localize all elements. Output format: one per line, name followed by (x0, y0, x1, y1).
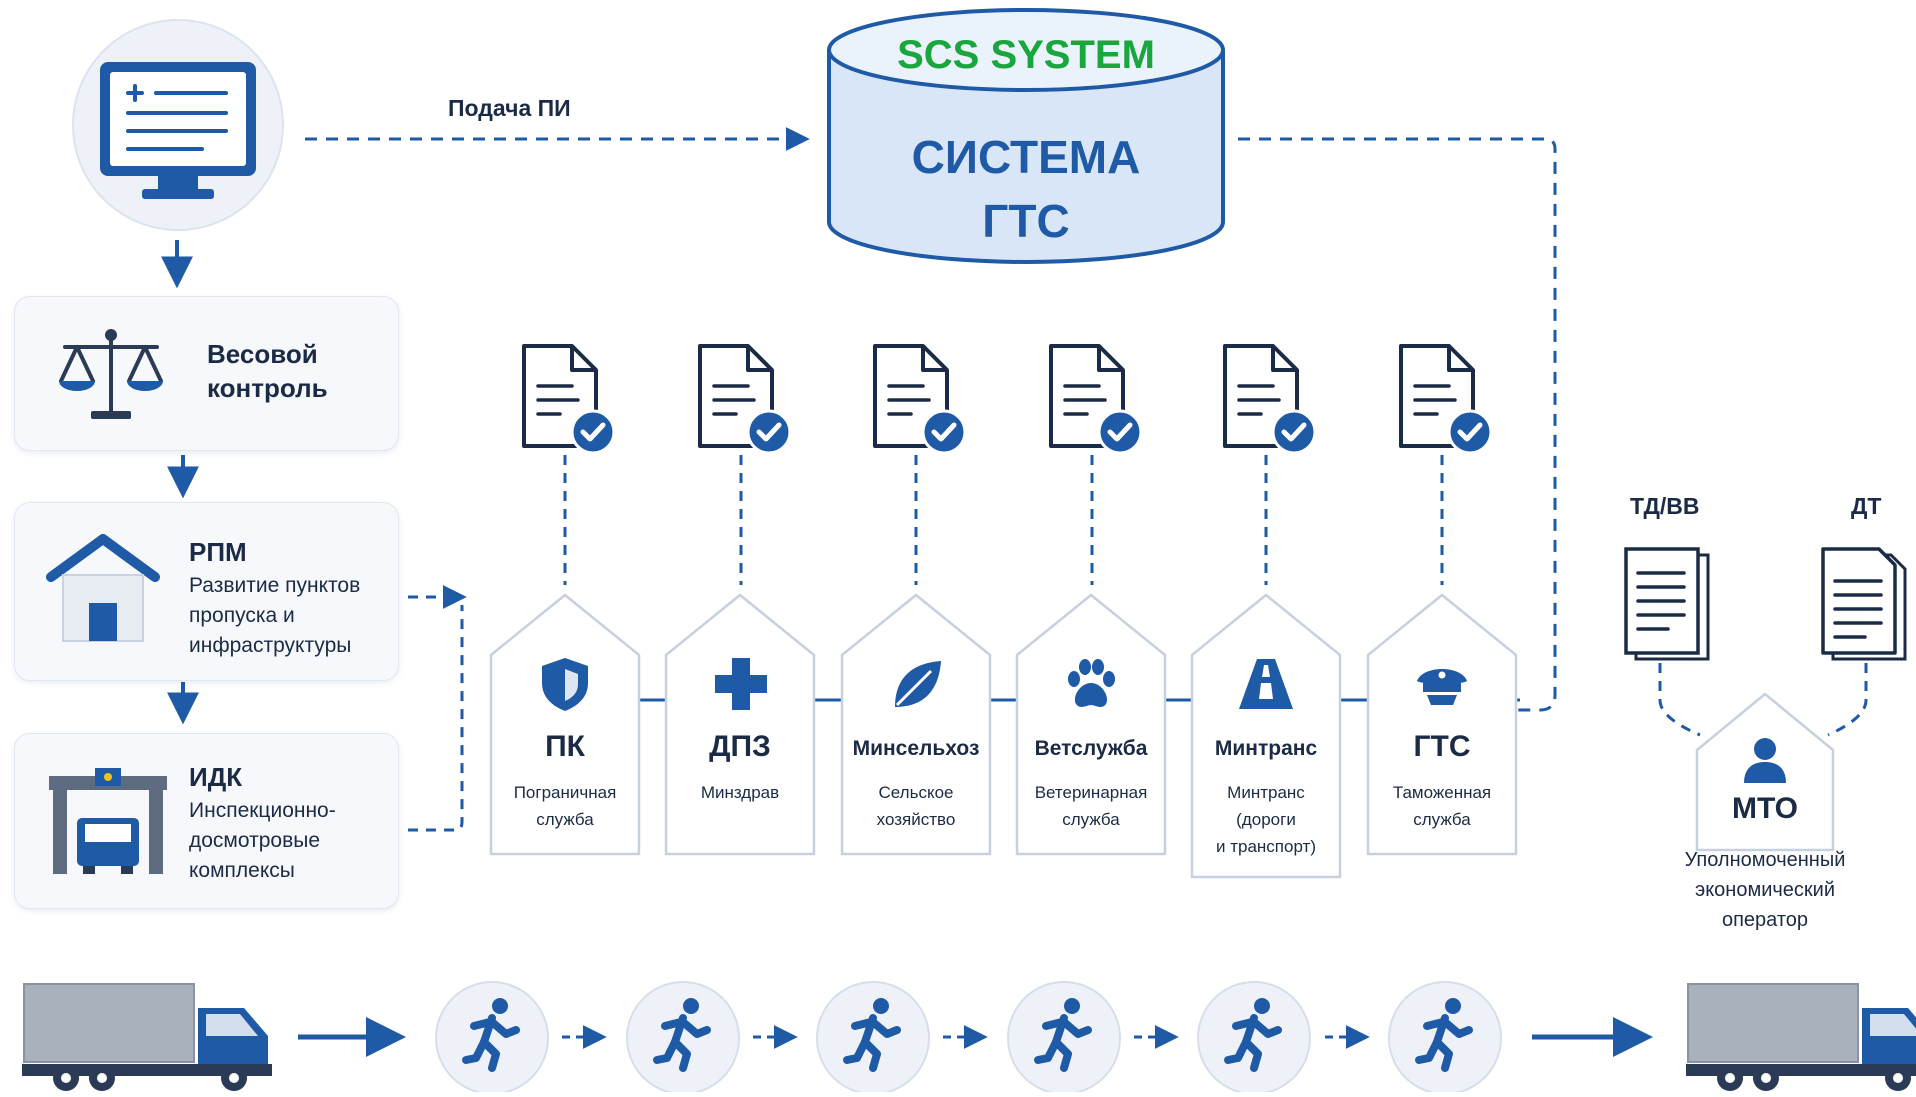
running-person-icon (621, 980, 745, 1097)
service-card-pk (489, 593, 641, 861)
submit-label: Подача ПИ (448, 95, 571, 121)
leaf-icon (887, 655, 945, 718)
document-check-icon (696, 342, 794, 462)
running-person-icon (1383, 980, 1507, 1097)
running-person-icon (1002, 980, 1126, 1097)
running-person-icon (430, 980, 554, 1097)
person-icon (1740, 735, 1790, 790)
document-check-icon (871, 342, 969, 462)
service-code: Ветслужба (1034, 737, 1148, 760)
truck-icon (1686, 980, 1916, 1097)
service-desc: Таможенная служба (1392, 783, 1492, 829)
document-check-icon (520, 342, 618, 462)
building-icon (43, 533, 163, 650)
service-code: Минтранс (1214, 737, 1318, 760)
scales-icon (51, 323, 171, 428)
step-card-weight: Весовой контроль (14, 296, 399, 451)
paw-icon (1062, 655, 1120, 718)
document-stack-icon (1817, 545, 1912, 670)
document-check-icon (1047, 342, 1145, 462)
document-stack-icon (1620, 545, 1715, 670)
weight-control-title: Весовой контроль (207, 339, 328, 403)
inspection-gate-icon (43, 766, 173, 883)
service-desc: Минтранс (дороги и транспорт) (1216, 783, 1316, 856)
database-cylinder (825, 8, 1227, 266)
database-header: SCS SYSTEM (897, 33, 1155, 77)
service-card-dpz (664, 593, 816, 861)
database-title-line1: СИСТЕМА (911, 131, 1141, 183)
mto-desc: Уполномоченный экономический оператор (1684, 849, 1846, 931)
service-desc: Сельское хозяйство (876, 783, 956, 829)
shield-icon (536, 655, 594, 718)
idk-title: ИДК (189, 762, 243, 792)
rpm-title: РПМ (189, 537, 247, 567)
service-desc: Пограничная служба (513, 783, 617, 829)
running-person-icon (811, 980, 935, 1097)
service-code: ДПЗ (709, 730, 771, 763)
rpm-subtitle: Развитие пунктов пропуска и инфраструкту… (189, 574, 361, 657)
service-card-minselhoz (840, 593, 992, 861)
service-code: ГТС (1413, 730, 1471, 763)
service-desc: Минздрав (700, 783, 780, 802)
mto-code: МТО (1732, 792, 1798, 825)
service-card-mintrans (1190, 593, 1342, 884)
idk-to-services-connector (408, 605, 464, 832)
doc-label-td-vv: ТД/ВВ (1630, 493, 1700, 519)
road-icon (1237, 655, 1295, 718)
officer-cap-icon (1413, 655, 1471, 718)
idk-subtitle: Инспекционно- досмотровые комплексы (189, 799, 336, 882)
database-title-line2: ГТС (982, 195, 1070, 247)
service-code: ПК (545, 730, 585, 763)
service-card-gts (1366, 593, 1518, 861)
computer-icon (62, 15, 294, 235)
db-to-gts-connector (1238, 137, 1557, 712)
truck-icon (22, 980, 272, 1097)
medical-cross-icon (712, 655, 770, 718)
service-code: Минсельхоз (852, 737, 980, 760)
step-card-rpm: РПМ Развитие пунктов пропуска и инфрастр… (14, 502, 399, 681)
service-card-vetsluzhba (1015, 593, 1167, 861)
document-check-icon (1221, 342, 1319, 462)
step-card-idk: ИДК Инспекционно- досмотровые комплексы (14, 733, 399, 909)
doc-label-dt: ДТ (1851, 493, 1882, 519)
document-check-icon (1397, 342, 1495, 462)
service-desc: Ветеринарная служба (1034, 783, 1148, 829)
running-person-icon (1192, 980, 1316, 1097)
